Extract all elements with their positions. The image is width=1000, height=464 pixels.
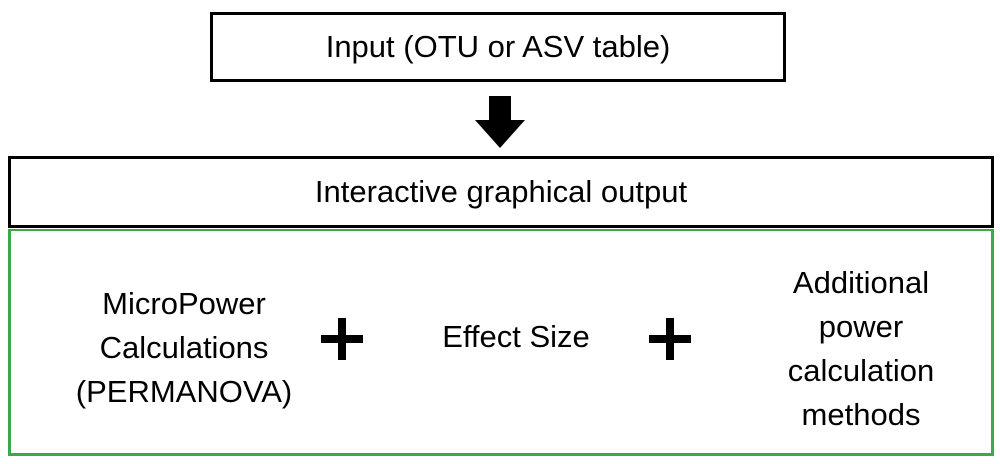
input-box: Input (OTU or ASV table) xyxy=(210,12,786,82)
method-line: power xyxy=(818,309,904,344)
output-label: Interactive graphical output xyxy=(314,174,688,209)
method-line: Calculations xyxy=(99,330,269,365)
method-line: (PERMANOVA) xyxy=(75,374,293,409)
method-line: methods xyxy=(801,397,921,432)
plus-icon xyxy=(321,318,363,360)
method-line: Additional xyxy=(792,265,930,300)
method-line: Effect Size xyxy=(442,319,590,354)
output-box: Interactive graphical output xyxy=(8,156,994,228)
input-label: Input (OTU or ASV table) xyxy=(325,29,671,64)
plus-icon xyxy=(649,318,691,360)
method-line: MicroPower xyxy=(102,286,266,321)
effect-size-method: Effect Size xyxy=(396,315,636,359)
additional-methods: Additional power calculation methods xyxy=(741,261,981,437)
method-line: calculation xyxy=(787,353,935,388)
methods-box: MicroPower Calculations (PERMANOVA) Effe… xyxy=(8,229,994,456)
down-arrow-icon xyxy=(475,96,525,148)
micropower-method: MicroPower Calculations (PERMANOVA) xyxy=(39,282,329,414)
